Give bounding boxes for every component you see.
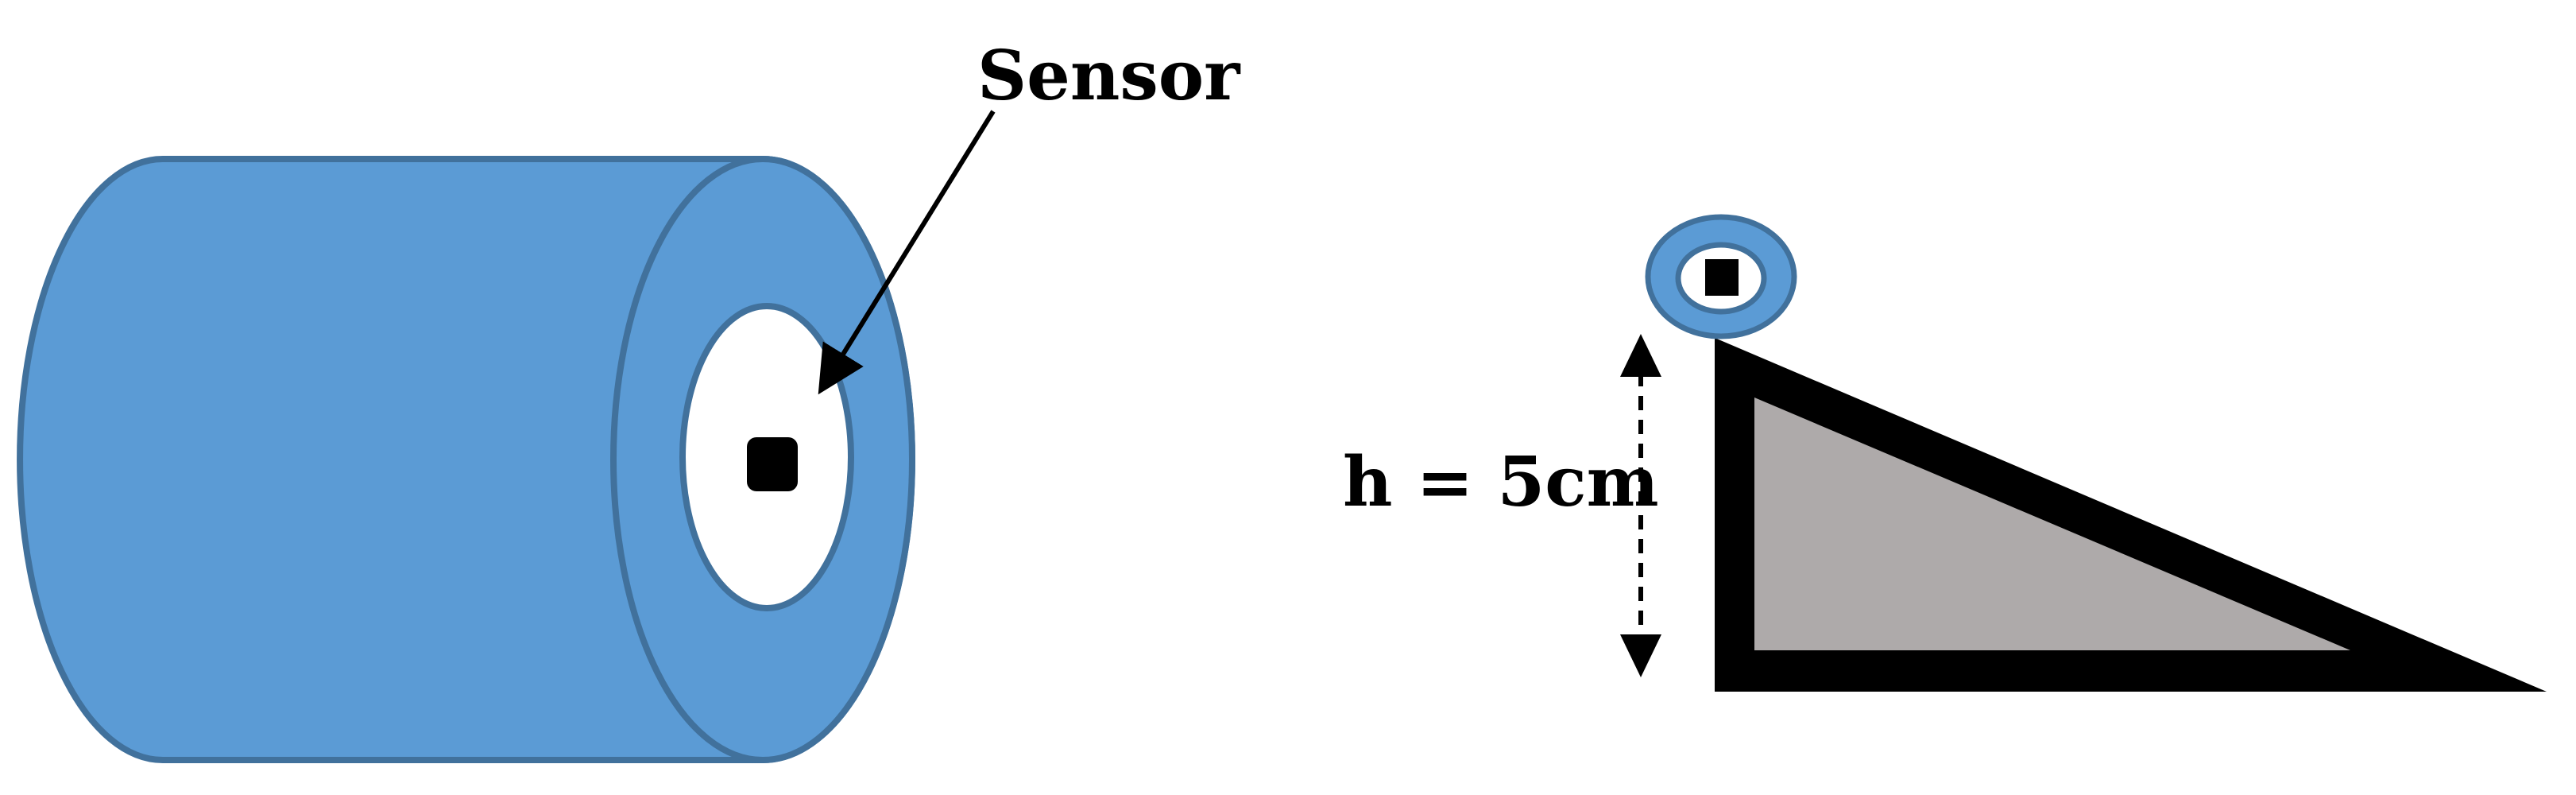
- sensor-chip: [747, 437, 798, 491]
- height-label: h = 5cm: [1343, 442, 1659, 522]
- dimension-arrowhead-top: [1620, 334, 1661, 377]
- sensor-label: Sensor: [977, 36, 1241, 116]
- small-sensor-chip: [1705, 259, 1739, 296]
- dimension-arrowhead-bottom: [1620, 634, 1661, 677]
- ramp: [1715, 338, 2547, 692]
- large-cylinder: [17, 156, 915, 763]
- height-dimension-arrow: [1620, 334, 1661, 677]
- ramp-inner: [1754, 398, 2350, 650]
- small-cylinder: [1645, 214, 1797, 339]
- sensor-pointer-arrow: [818, 110, 996, 395]
